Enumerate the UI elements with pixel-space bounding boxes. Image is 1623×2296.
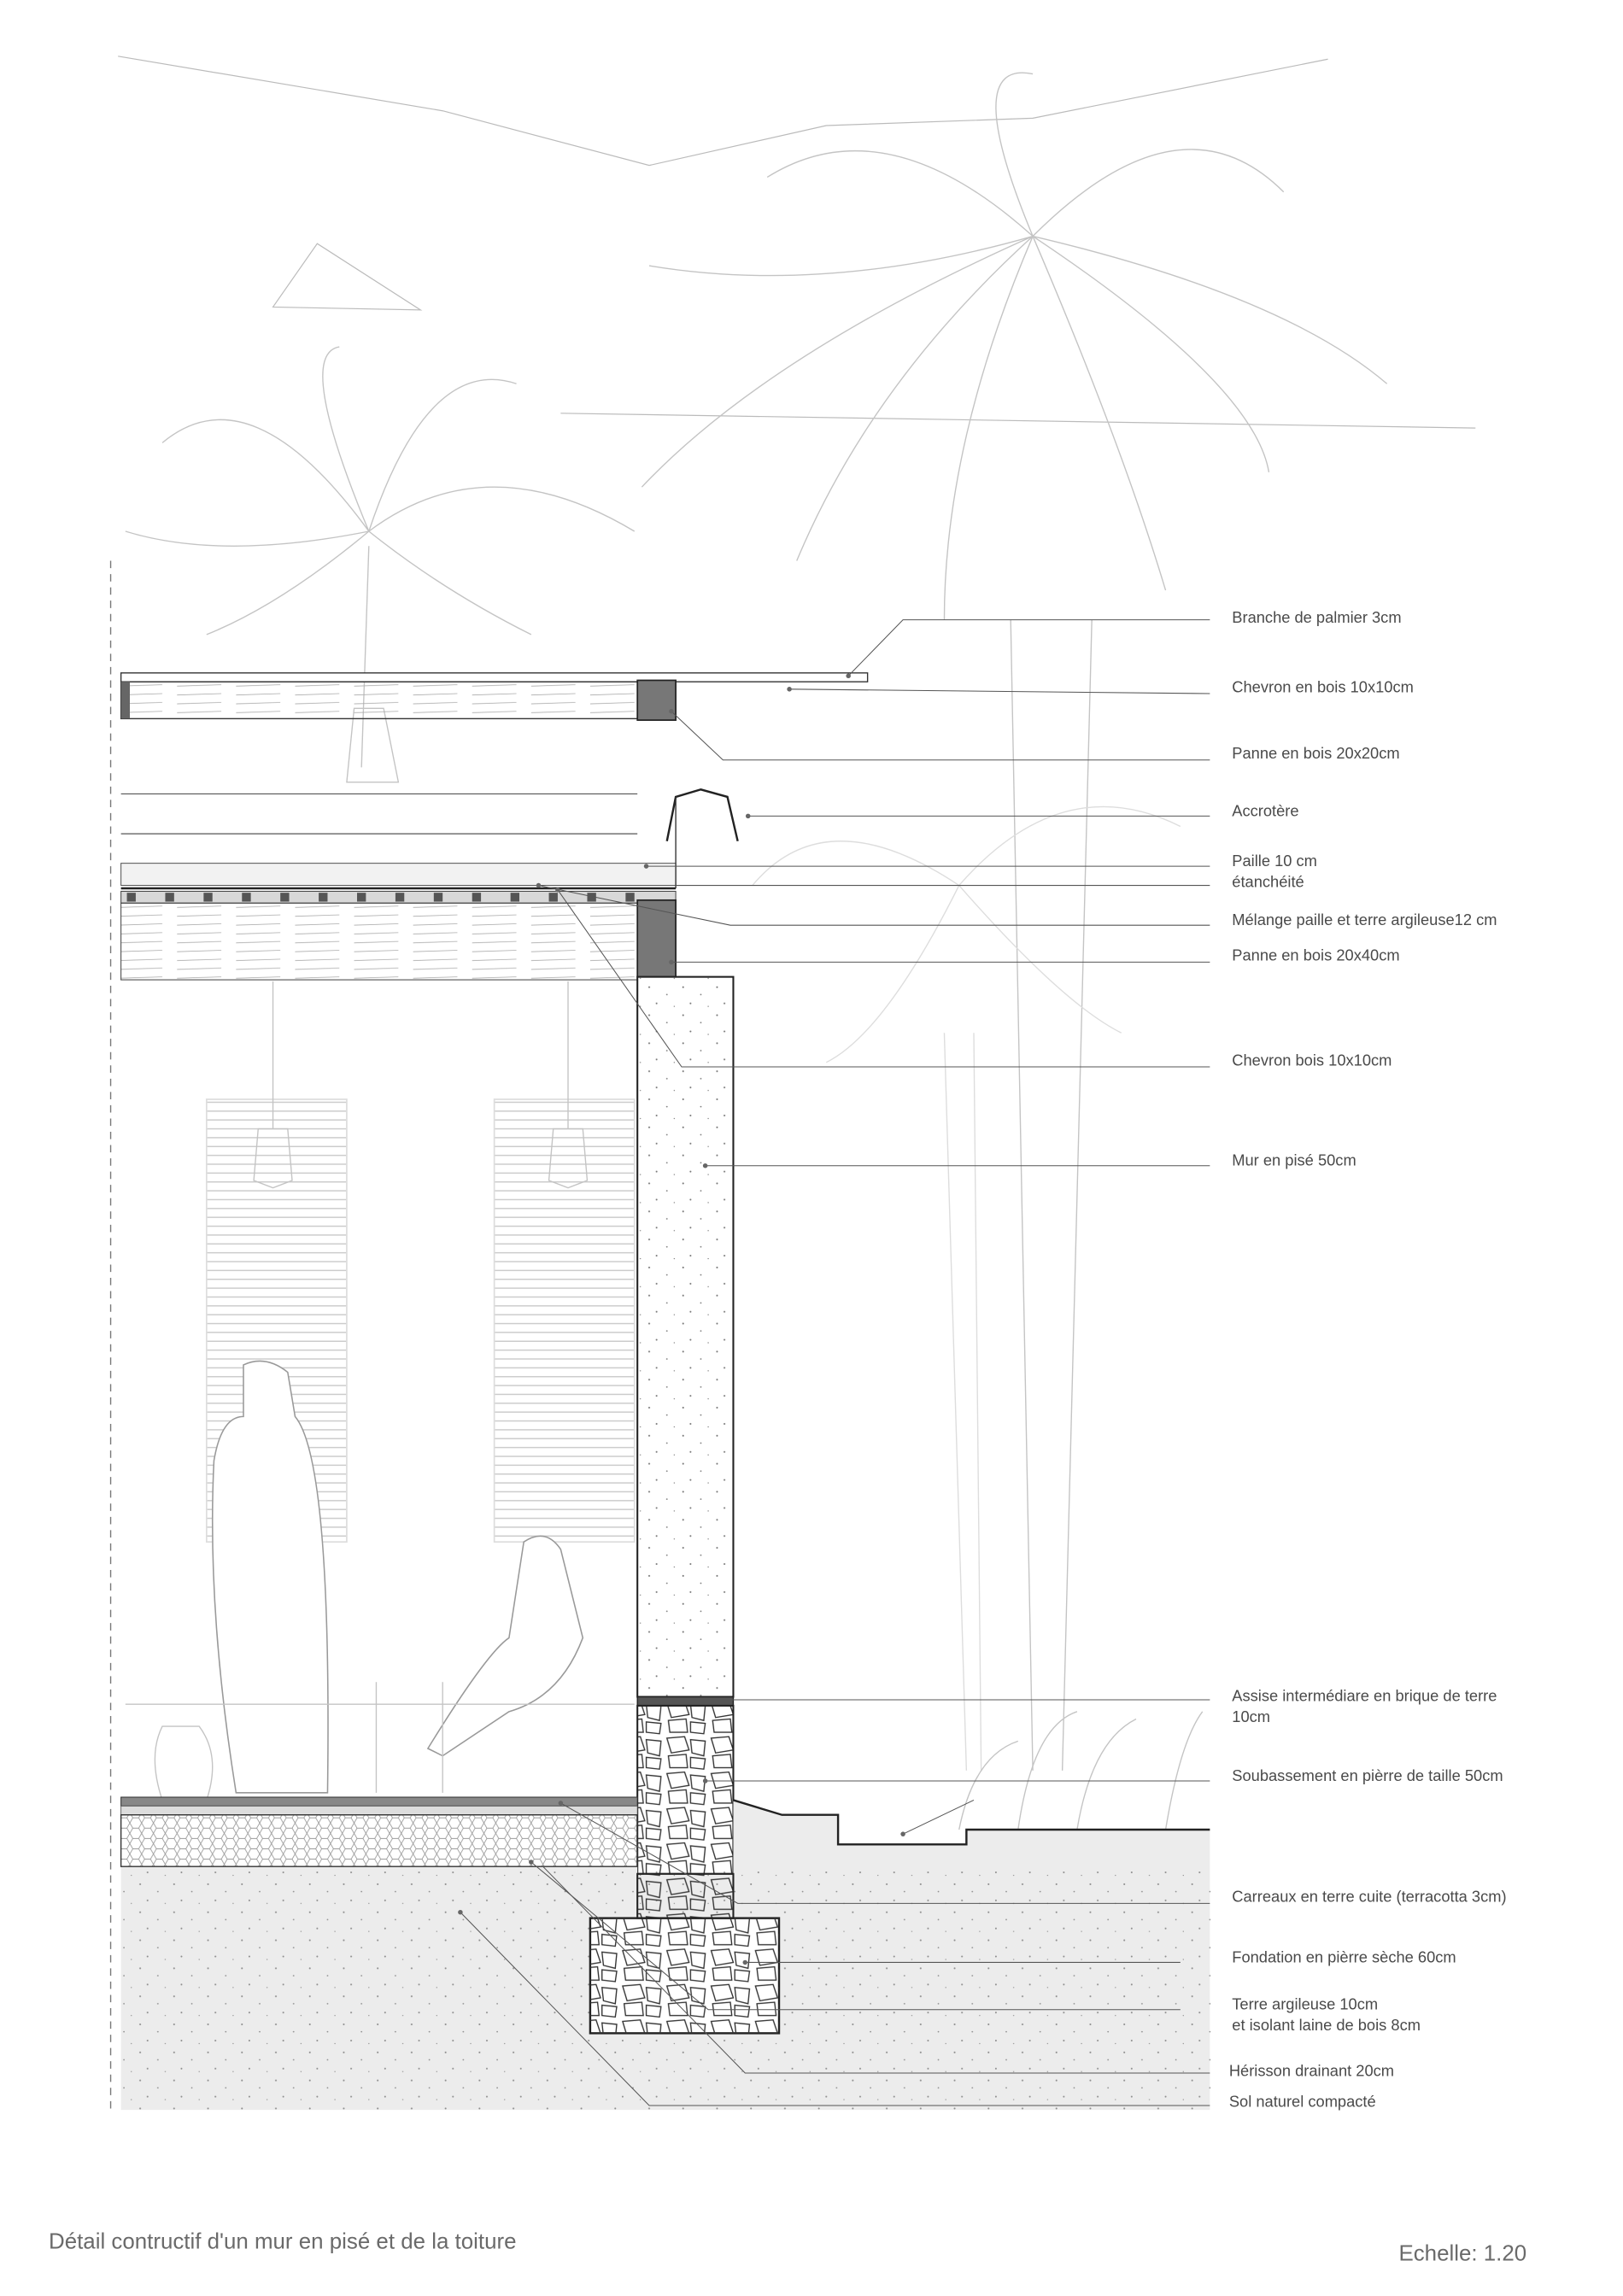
label-waterproofing: étanchéité [1232, 872, 1304, 890]
label-drainage: Hérisson drainant 20cm [1229, 2061, 1394, 2079]
rammed-earth-wall [636, 975, 735, 1875]
label-straw-clay: Mélange paille et terre argileuse12 cm [1232, 911, 1497, 928]
roof-assembly [120, 672, 869, 981]
label-rammed-earth-wall: Mur en pisé 50cm [1232, 1151, 1356, 1169]
label-rafter-ceiling: Chevron bois 10x10cm [1232, 1051, 1392, 1069]
vase [154, 1725, 214, 1801]
standing-figure [211, 1360, 329, 1794]
label-purlin-20x40: Panne en bois 20x40cm [1232, 946, 1399, 964]
straw-layer [120, 863, 677, 887]
palm-branch-layer [120, 672, 869, 682]
leader-lines [458, 619, 1210, 2106]
furniture [125, 1682, 635, 1793]
parapet-coping [665, 788, 739, 842]
label-brick-course-2: 10cm [1232, 1707, 1270, 1725]
rafters-row [126, 893, 635, 902]
material-labels: Branche de palmier 3cm Chevron en bois 1… [1229, 608, 1507, 2111]
seated-figure [426, 1535, 584, 1757]
label-foundation: Fondation en pièrre sèche 60cm [1232, 1948, 1456, 1965]
rafter-10x10 [120, 681, 638, 720]
window-shutter-right [493, 1098, 636, 1543]
drainage-bed [120, 1814, 638, 1867]
clay-insulation [120, 1805, 638, 1816]
interior-scene [125, 981, 636, 1801]
drawing-scale: Echelle: 1.20 [1398, 2241, 1526, 2265]
label-natural-soil: Sol naturel compacté [1229, 2093, 1376, 2111]
pendant-lamp-left [253, 981, 293, 1189]
pendant-lamp-right [548, 981, 589, 1189]
palm-tree-small [125, 346, 636, 783]
label-stone-plinth: Soubassement en pièrre de taille 50cm [1232, 1766, 1503, 1784]
shrubs [958, 1711, 1204, 1830]
label-clay-soil: Terre argileuse 10cm [1232, 1995, 1378, 2013]
ground-assembly [120, 1796, 1213, 2111]
label-straw: Paille 10 cm [1232, 852, 1317, 870]
label-terracotta: Carreaux en terre cuite (terracotta 3cm) [1232, 1888, 1506, 1906]
stone-plinth [636, 1704, 735, 1875]
label-rafter: Chevron en bois 10x10cm [1232, 677, 1414, 695]
palm-tree-large [641, 72, 1388, 1771]
label-purlin-20x20: Panne en bois 20x20cm [1232, 744, 1399, 762]
rafter-end [120, 682, 130, 719]
earth-brick-course [636, 1696, 735, 1707]
palm-tree-faded [752, 805, 1181, 1771]
ceiling-planks [120, 902, 638, 981]
purlin-20x40 [636, 899, 677, 978]
label-brick-course: Assise intermédiare en brique de terre [1232, 1687, 1497, 1705]
label-parapet: Accrotère [1232, 801, 1298, 819]
label-wood-insulation: et isolant laine de bois 8cm [1232, 2016, 1421, 2034]
drawing-title: Détail contructif d'un mur en pisé et de… [49, 2230, 517, 2254]
purlin-20x20 [636, 679, 677, 721]
background-landscape [118, 56, 1476, 429]
palm-trees-illustration [125, 72, 1388, 1830]
label-palm-branch: Branche de palmier 3cm [1232, 608, 1401, 626]
